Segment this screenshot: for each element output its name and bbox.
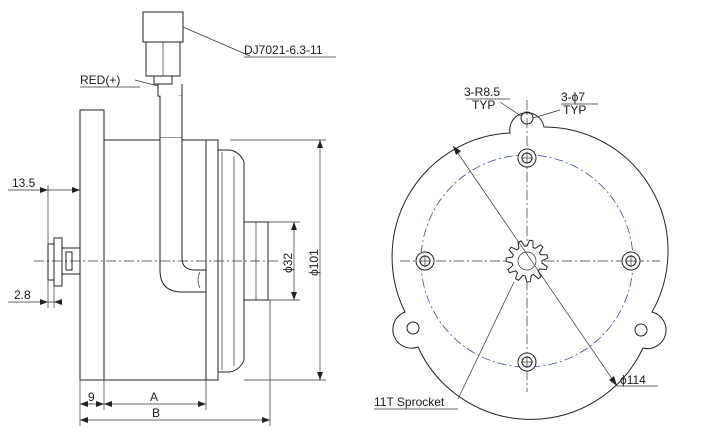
dim-phi101-label: ϕ101 [307,249,321,276]
connector-part-label: DJ7021-6.3-11 [244,43,323,57]
sprocket-label: 11T Sprocket [374,395,445,409]
left-shaft [47,237,81,287]
motor-body [103,139,207,381]
radius-note-line1: 3-R8.5 [464,85,500,99]
radius-note-line2: TYP [472,98,495,112]
wire-color-label: RED(+) [80,73,120,87]
screw-left [415,251,435,271]
sprocket-11t [505,239,549,283]
dim-2-8-label: 2.8 [14,288,31,302]
side-view [8,11,326,426]
mounting-flange [79,109,105,381]
dim-a-label: A [150,390,158,404]
dim-phi114-label: ϕ114 [620,373,646,387]
hole-note-line2: TYP [563,103,586,117]
front-view [391,100,669,420]
connector [142,11,251,85]
hole-note-line1: 3-ϕ7 [561,90,585,104]
screw-top [517,148,537,168]
screw-bottom [517,352,537,372]
screw-right [621,251,641,271]
end-cap [217,149,245,373]
dim-phi32-label: ϕ32 [281,253,295,273]
dim-b-label: B [152,406,160,420]
dim-9-label: 9 [88,390,95,404]
dim-13-5-label: 13.5 [12,176,36,190]
